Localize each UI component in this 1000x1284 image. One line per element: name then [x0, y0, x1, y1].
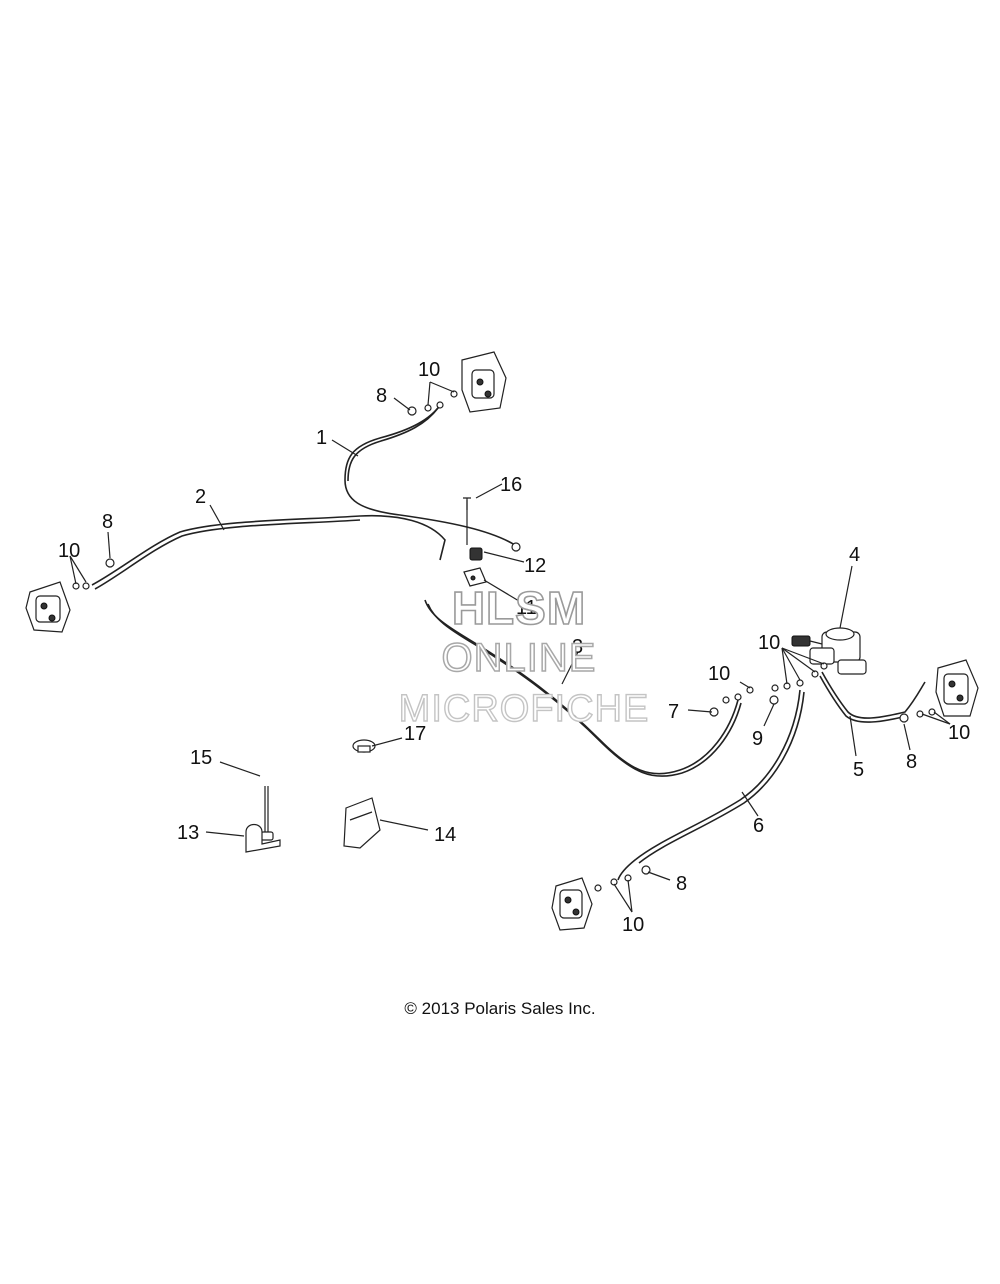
- caliper-top: [461, 351, 507, 413]
- callout-10-right: 10: [948, 722, 970, 744]
- callout-7: 7: [668, 701, 679, 723]
- junction-block: [463, 497, 487, 587]
- master-cylinder: [791, 627, 867, 675]
- callout-8-bottom: 8: [676, 873, 687, 895]
- watermark-line-1: HLSM: [452, 582, 586, 634]
- caliper-left: [25, 581, 71, 633]
- clip-13: [245, 823, 281, 853]
- callout-10-mid: 10: [708, 663, 730, 685]
- callout-17: 17: [404, 723, 426, 745]
- callout-10-left: 10: [58, 540, 80, 562]
- callout-3: 3: [572, 636, 583, 658]
- callout-4: 4: [849, 544, 860, 566]
- callout-6: 6: [753, 815, 764, 837]
- grommet-17: [352, 739, 376, 753]
- callout-11: 11: [516, 597, 537, 619]
- callout-2: 2: [195, 486, 206, 508]
- callout-5: 5: [853, 759, 864, 781]
- watermark-line-2: ONLINE: [442, 636, 597, 680]
- caliper-right: [935, 659, 979, 717]
- callout-9: 9: [752, 728, 763, 750]
- callout-12: 12: [524, 555, 546, 577]
- clamp-14: [343, 797, 381, 849]
- callout-16: 16: [500, 474, 522, 496]
- callout-15: 15: [190, 747, 212, 769]
- rivet-15: [260, 786, 274, 841]
- brake-line-5: [821, 671, 926, 719]
- callout-8-left: 8: [102, 511, 113, 533]
- callout-14: 14: [434, 824, 456, 846]
- callout-1: 1: [316, 427, 327, 449]
- callout-10-top: 10: [418, 359, 440, 381]
- callout-8-right: 8: [906, 751, 917, 773]
- callout-13: 13: [177, 822, 199, 844]
- caliper-bottom: [551, 877, 593, 931]
- brake-line-2: [91, 514, 446, 586]
- leader-lines: [69, 381, 951, 913]
- watermark: HLSM ONLINE MICROFICHE: [398, 581, 650, 731]
- brake-line-1: [344, 403, 516, 546]
- callout-10-bottom: 10: [622, 914, 644, 936]
- watermark-line-3: MICROFICHE: [399, 688, 650, 730]
- brake-line-6: [617, 689, 801, 881]
- callout-labels: 1 2 3 4 5 6 7 8 8 8 8 9 10 10 10 10 10 1…: [58, 359, 970, 936]
- copyright-notice: © 2013 Polaris Sales Inc.: [404, 999, 595, 1018]
- callout-8-top: 8: [376, 385, 387, 407]
- callout-10-master: 10: [758, 632, 780, 654]
